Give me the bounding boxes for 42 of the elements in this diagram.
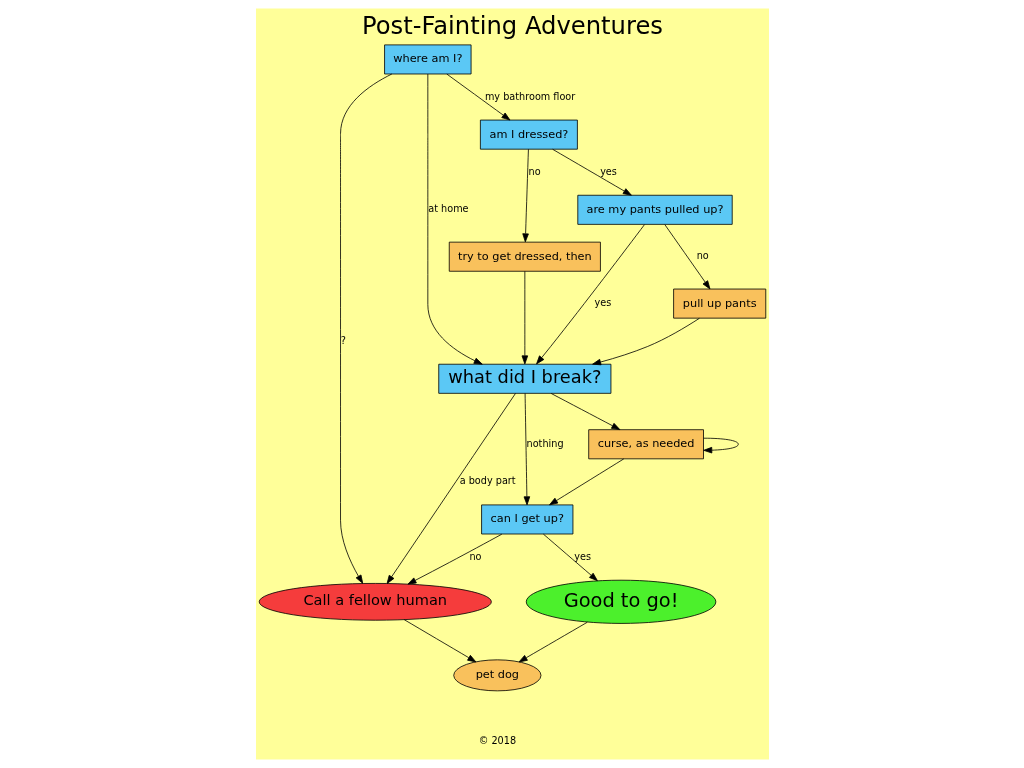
node-box: are my pants pulled up? (576, 194, 733, 225)
arrow (521, 148, 529, 243)
edge-label: nothing (526, 437, 564, 449)
edge-label: ? (340, 334, 346, 346)
edge-label: yes (593, 297, 611, 309)
arrow (521, 270, 528, 365)
edge-label: a body part (459, 475, 516, 487)
node-ellipse: Good to go! (525, 579, 716, 624)
diagram-title: Post-Fainting Adventures (361, 11, 663, 41)
node-box: what did I break? (437, 363, 611, 394)
node-box: can I get up? (480, 504, 573, 535)
node-ellipse: Call a fellow human (258, 583, 492, 621)
node-box: pull up pants (672, 288, 766, 319)
arrow (523, 393, 530, 506)
arrow (551, 148, 632, 196)
edge-label: yes (599, 165, 617, 177)
arrow (445, 73, 510, 121)
node-box: where am I? (383, 44, 471, 75)
edge-label: no (468, 550, 482, 562)
edge-label: no (528, 165, 541, 177)
arrow (518, 621, 588, 663)
arrow (386, 393, 516, 584)
node-box: am I dressed? (479, 119, 578, 150)
arrow (403, 619, 476, 663)
arrow (339, 73, 392, 584)
arrow (407, 533, 502, 585)
node-box: curse, as needed (587, 429, 704, 460)
arrow (550, 393, 620, 431)
edge-label: yes (573, 550, 591, 562)
arrow (663, 224, 710, 290)
node-ellipse: pet dog (452, 659, 541, 692)
edge-label: at home (427, 203, 469, 215)
node-box: try to get dressed, then (448, 241, 601, 272)
arrow (426, 73, 483, 365)
edge-label: my bathroom floor (484, 90, 575, 102)
edge-label: no (696, 250, 709, 262)
arrow (535, 224, 645, 365)
arrow (702, 437, 739, 454)
arrow (542, 533, 598, 582)
label: © 2018 (478, 735, 516, 747)
arrow (548, 458, 624, 506)
arrow (591, 317, 700, 366)
